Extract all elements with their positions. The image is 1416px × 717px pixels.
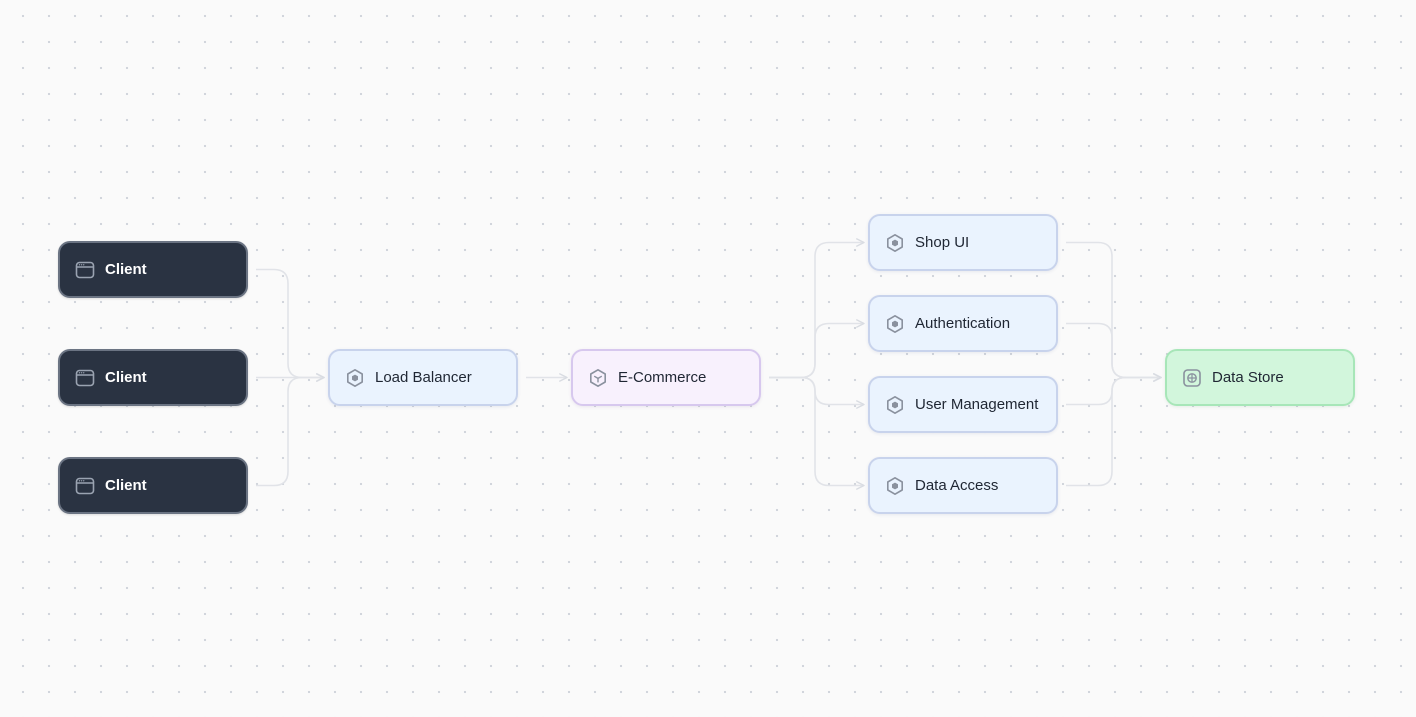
cube-icon	[587, 367, 609, 389]
client-node-3[interactable]: Client	[58, 457, 248, 514]
hexagon-service-icon	[884, 232, 906, 254]
edge-client-3-to-load-balancer	[256, 373, 325, 487]
hexagon-service-icon	[344, 367, 366, 389]
load-balancer-node[interactable]: Load Balancer	[328, 349, 518, 406]
data-store-label: Data Store	[1212, 369, 1284, 386]
data-access-node[interactable]: Data Access	[868, 457, 1058, 514]
edge-data-access-to-data-store	[1066, 373, 1162, 487]
edge-e-commerce-to-shop-ui	[769, 238, 865, 379]
authentication-node[interactable]: Authentication	[868, 295, 1058, 352]
data-store-node[interactable]: Data Store	[1165, 349, 1355, 406]
browser-window-icon	[74, 259, 96, 281]
client-label: Client	[105, 261, 147, 278]
client-node-1[interactable]: Client	[58, 241, 248, 298]
client-label: Client	[105, 477, 147, 494]
shop-ui-label: Shop UI	[915, 234, 970, 251]
edge-user-management-to-data-store	[1066, 373, 1162, 406]
hexagon-service-icon	[884, 313, 906, 335]
hexagon-service-icon	[884, 394, 906, 416]
authentication-label: Authentication	[915, 315, 1011, 332]
load-balancer-label: Load Balancer	[375, 369, 472, 386]
client-label: Client	[105, 369, 147, 386]
user-management-label: User Management	[915, 396, 1039, 413]
edge-e-commerce-to-authentication	[769, 319, 865, 379]
browser-window-icon	[74, 475, 96, 497]
database-icon	[1181, 367, 1203, 389]
hexagon-service-icon	[884, 475, 906, 497]
shop-ui-node[interactable]: Shop UI	[868, 214, 1058, 271]
e-commerce-label: E-Commerce	[618, 369, 707, 386]
edge-authentication-to-data-store	[1066, 322, 1162, 382]
e-commerce-node[interactable]: E-Commerce	[571, 349, 761, 406]
data-access-label: Data Access	[915, 477, 999, 494]
edge-e-commerce-to-user-management	[769, 376, 865, 409]
user-management-node[interactable]: User Management	[868, 376, 1058, 433]
client-node-2[interactable]: Client	[58, 349, 248, 406]
edge-shop-ui-to-data-store	[1066, 241, 1162, 382]
edge-client-1-to-load-balancer	[256, 268, 325, 382]
browser-window-icon	[74, 367, 96, 389]
edge-e-commerce-to-data-access	[769, 376, 865, 490]
